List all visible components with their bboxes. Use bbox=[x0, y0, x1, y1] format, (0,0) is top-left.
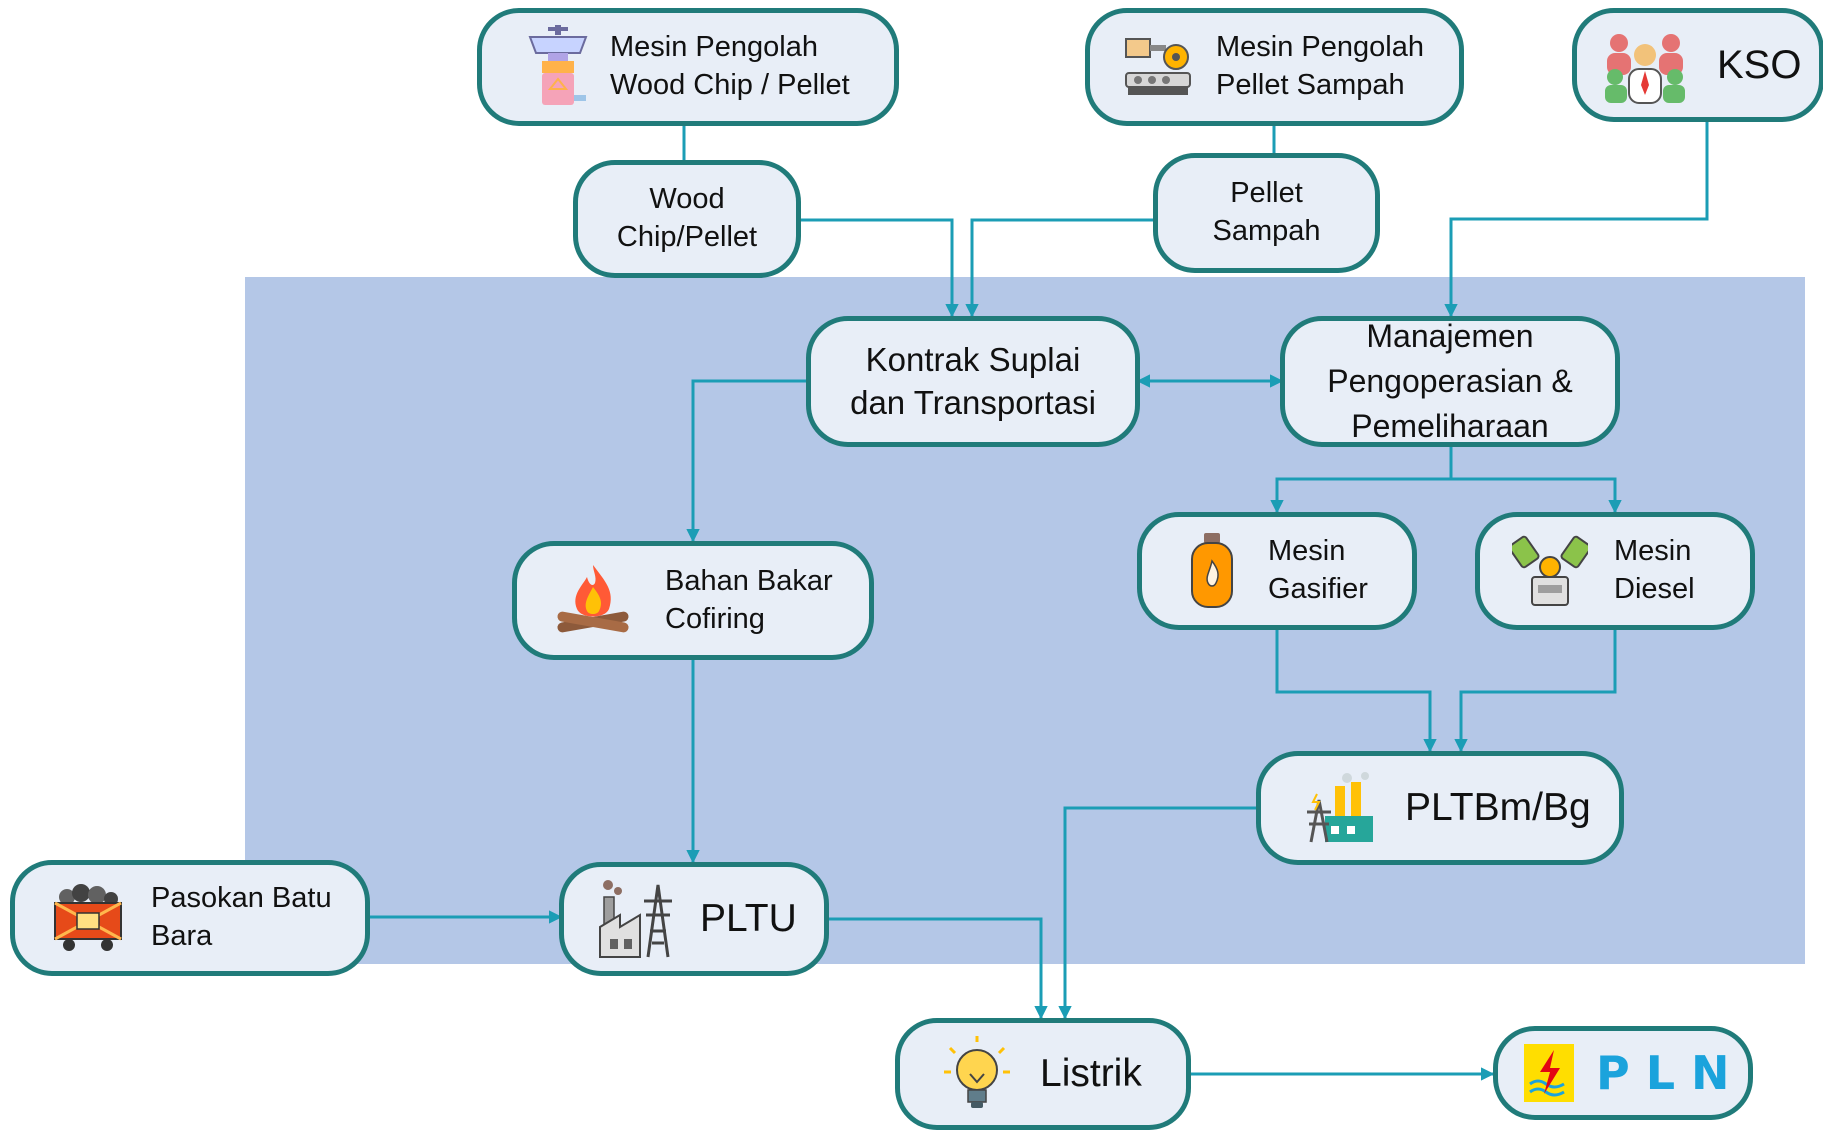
node-listrik: Listrik bbox=[895, 1018, 1191, 1130]
node-label: Mesin Pengolah Pellet Sampah bbox=[1216, 31, 1424, 101]
node-kso: KSO bbox=[1572, 8, 1823, 122]
connector-manajemen-to-diesel bbox=[1451, 477, 1622, 514]
node-mesin-gasifier: Mesin Gasifier bbox=[1137, 512, 1417, 630]
node-label: PLTBm/Bg bbox=[1405, 785, 1591, 829]
connector-kontrak-to-bahan-bakar bbox=[686, 379, 808, 543]
node-pltu: PLTU bbox=[559, 862, 829, 976]
pln-logo-text: PLN bbox=[1596, 1046, 1746, 1100]
node-mesin-diesel: Mesin Diesel bbox=[1475, 512, 1755, 630]
connector-pellet-sampah-to-kontrak bbox=[965, 218, 1155, 318]
node-label: Pasokan Batu Bara bbox=[151, 882, 332, 952]
node-mesin-pengolah-pellet-sampah: Mesin Pengolah Pellet Sampah bbox=[1085, 8, 1464, 126]
connector-manajemen-to-gasifier bbox=[1270, 447, 1453, 514]
node-pltbm-bg: PLTBm/Bg bbox=[1256, 751, 1624, 865]
node-wood-chip-pellet: Wood Chip/Pellet bbox=[573, 160, 801, 278]
node-label: Mesin Gasifier bbox=[1268, 535, 1368, 605]
node-label: KSO bbox=[1717, 43, 1802, 87]
node-label: Manajemen Pengoperasian & Pemeliharaan bbox=[1327, 318, 1573, 444]
connector-kso-to-manajemen bbox=[1444, 120, 1709, 318]
connector-wood-chip-to-kontrak bbox=[799, 218, 959, 318]
node-label: Pellet Sampah bbox=[1212, 177, 1321, 247]
pln-logo bbox=[1524, 1044, 1574, 1102]
light-bulb-icon bbox=[942, 1034, 1012, 1114]
connector-gasifier-to-pltbm bbox=[1275, 630, 1437, 753]
node-bahan-bakar-cofiring: Bahan Bakar Cofiring bbox=[512, 541, 874, 660]
node-pln: PLN bbox=[1493, 1026, 1753, 1120]
coal-cart-icon bbox=[53, 883, 123, 953]
node-pellet-sampah: Pellet Sampah bbox=[1153, 153, 1380, 273]
node-label: Bahan Bakar Cofiring bbox=[665, 564, 833, 635]
node-label: Kontrak Suplai dan Transportasi bbox=[850, 340, 1096, 421]
gas-cylinder-icon bbox=[1190, 533, 1234, 609]
campfire-icon bbox=[553, 563, 633, 639]
connector-diesel-to-pltbm bbox=[1454, 630, 1617, 753]
connector-pltbm-to-listrik bbox=[1058, 806, 1258, 1020]
pellet-machine-icon bbox=[528, 25, 588, 109]
node-label: Mesin Pengolah Wood Chip / Pellet bbox=[610, 31, 850, 101]
node-label: Listrik bbox=[1040, 1051, 1142, 1095]
connector-pltu-to-listrik bbox=[828, 917, 1048, 1020]
node-manajemen: Manajemen Pengoperasian & Pemeliharaan bbox=[1280, 316, 1620, 447]
diesel-engine-icon bbox=[1512, 533, 1588, 609]
node-label: PLTU bbox=[700, 896, 797, 940]
node-mesin-pengolah-wood-chip: Mesin Pengolah Wood Chip / Pellet bbox=[477, 8, 899, 126]
node-label: Wood Chip/Pellet bbox=[616, 183, 758, 253]
node-label: Mesin Diesel bbox=[1614, 535, 1695, 605]
waste-pellet-machine-icon bbox=[1124, 35, 1192, 99]
coal-plant-tower-icon bbox=[598, 879, 676, 959]
node-kontrak-suplai: Kontrak Suplai dan Transportasi bbox=[806, 316, 1140, 447]
node-pasokan-batu-bara: Pasokan Batu Bara bbox=[10, 860, 370, 976]
people-group-icon bbox=[1603, 25, 1687, 105]
power-plant-icon bbox=[1299, 772, 1375, 844]
